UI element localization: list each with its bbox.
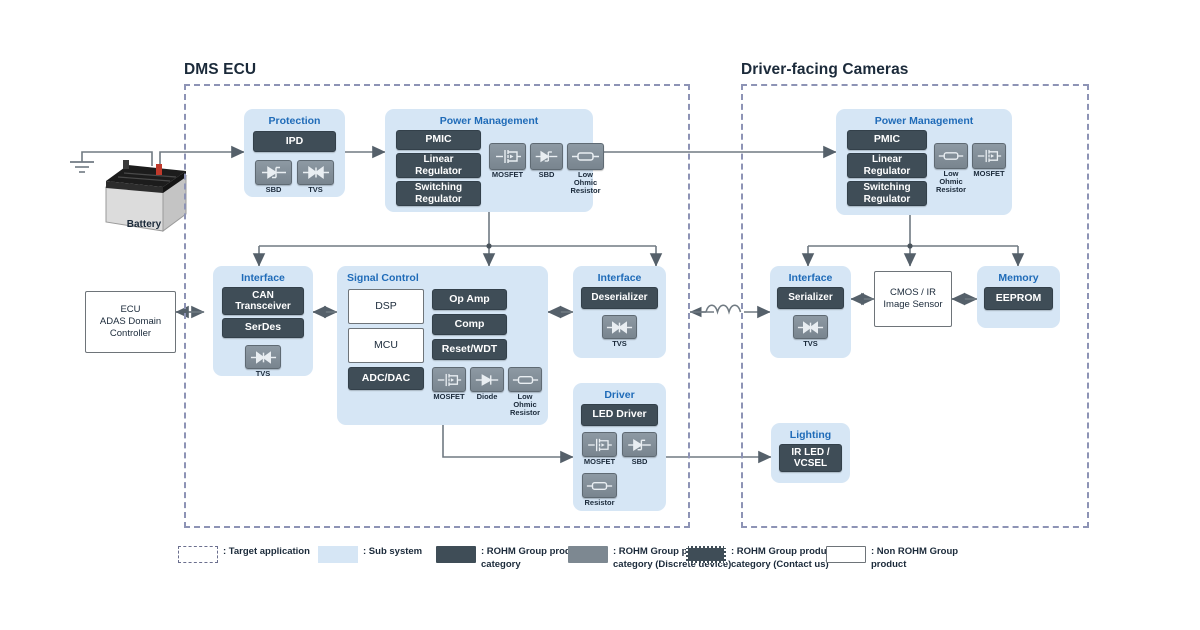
resistor-icon-label: Low Ohmic Resistor [509,392,540,418]
legend-label-product-category: : ROHM Group product category [481,546,585,570]
product-reset-wdt[interactable]: Reset/WDT [432,339,507,360]
tvs-icon[interactable] [245,345,281,369]
sbd-icon-label: SBD [265,185,282,194]
subsystem-memory: Memory EEPROM [977,266,1060,328]
product-serdes[interactable]: SerDes [222,318,304,338]
tvs-icon-label: TVS [308,185,323,194]
subsystem-title-driver: Driver [604,389,635,401]
resistor-icon[interactable] [582,473,617,498]
legend-label-sub-system: : Sub system [363,546,423,557]
product-switching-regulator[interactable]: Switching Regulator [396,181,481,206]
region-title-driver-facing-cameras: Driver-facing Cameras [741,61,909,78]
legend-item-target-application: : Target application [178,546,310,563]
battery-icon [104,160,188,232]
tvs-icon[interactable] [297,160,334,185]
subsystem-title-signal-control: Signal Control [347,272,419,284]
resistor-icon[interactable] [567,143,604,170]
product-eeprom[interactable]: EEPROM [984,287,1053,310]
product-led-driver[interactable]: LED Driver [581,404,658,426]
product-can-transceiver[interactable]: CAN Transceiver [222,287,304,315]
subsystem-title-interface-ecu-right: Interface [597,272,642,284]
legend-swatch-target-application [178,546,218,563]
legend-label-non-rohm-product: : Non ROHM Group product [871,546,959,570]
legend-label-target-application: : Target application [223,546,310,557]
product-adc-dac[interactable]: ADC/DAC [348,367,424,390]
legend-swatch-product-category-discrete [568,546,608,563]
product-pmic[interactable]: PMIC [396,130,481,150]
product-ipd[interactable]: IPD [253,131,336,152]
product-serializer[interactable]: Serializer [777,287,844,309]
product-linear-regulator[interactable]: Linear Regulator [396,153,481,178]
subsystem-driver: Driver LED Driver MOSFET [573,383,666,511]
diode-icon-label: Diode [476,392,498,401]
sbd-icon-label: SBD [631,457,648,466]
subsystem-interface-camera: Interface Serializer TVS [770,266,851,358]
resistor-icon-label: Low Ohmic Resistor [935,169,966,195]
mosfet-icon[interactable] [432,367,466,392]
region-title-dms-ecu: DMS ECU [184,61,257,78]
legend-item-product-category-discrete: : ROHM Group product category (Discrete … [568,546,731,572]
mosfet-icon-label: MOSFET [433,392,465,401]
subsystem-lighting: Lighting IR LED / VCSEL [771,423,850,483]
legend-swatch-sub-system [318,546,358,563]
product-ir-led-vcsel[interactable]: IR LED / VCSEL [779,444,842,472]
product-pmic[interactable]: PMIC [847,130,927,150]
product-linear-regulator[interactable]: Linear Regulator [847,153,927,178]
battery-label: Battery [126,219,162,230]
target-region-driver-facing-cameras [741,84,1089,528]
subsystem-protection: Protection IPD SBD TVS [244,109,345,197]
mosfet-icon-label: MOSFET [491,170,524,179]
sbd-icon-label: SBD [538,170,555,179]
subsystem-title-protection: Protection [268,115,321,127]
resistor-icon[interactable] [934,143,968,169]
legend-item-product-category: : ROHM Group product category [436,546,585,572]
cmos-ir-image-sensor[interactable]: CMOS / IR Image Sensor [874,271,952,327]
product-op-amp[interactable]: Op Amp [432,289,507,310]
block-mcu[interactable]: MCU [348,328,424,363]
resistor-icon-label: Low Ohmic Resistor [570,170,601,196]
sbd-icon[interactable] [530,143,563,170]
subsystem-title-power-management-camera: Power Management [874,115,974,127]
legend-item-product-category-contact: : ROHM Group product category (Contact u… [686,546,835,572]
product-deserializer[interactable]: Deserializer [581,287,658,309]
sbd-icon[interactable] [622,432,657,457]
legend: : Target application : Sub system : ROHM… [178,546,1178,586]
product-comp[interactable]: Comp [432,314,507,335]
mosfet-icon[interactable] [582,432,617,457]
subsystem-power-management-ecu: Power Management PMIC Linear Regulator S… [385,109,604,212]
legend-item-non-rohm-product: : Non ROHM Group product [826,546,958,572]
subsystem-title-memory: Memory [998,272,1039,284]
sbd-icon[interactable] [255,160,292,185]
diode-icon[interactable] [470,367,504,392]
tvs-icon-label: TVS [803,339,818,348]
subsystem-title-interface-camera: Interface [788,272,833,284]
tvs-icon-label: TVS [612,339,627,348]
subsystem-power-management-camera: Power Management PMIC Linear Regulator S… [836,109,1012,215]
legend-item-sub-system: : Sub system [318,546,422,563]
subsystem-title-interface-ecu-left: Interface [241,272,285,284]
subsystem-interface-ecu-right: Interface Deserializer TVS [573,266,666,358]
tvs-icon[interactable] [602,315,637,339]
mosfet-icon[interactable] [972,143,1006,169]
resistor-icon[interactable] [508,367,542,392]
ecu-adas-domain-controller[interactable]: ECU ADAS Domain Controller [85,291,176,353]
tvs-icon-label: TVS [255,369,271,378]
legend-label-product-category-contact: : ROHM Group product category (Contact u… [731,546,835,570]
target-region-dms-ecu [184,84,690,528]
subsystem-title-power-management-ecu: Power Management [439,115,539,127]
legend-swatch-non-rohm-product [826,546,866,563]
subsystem-signal-control: Signal Control DSP MCU ADC/DAC Op Amp Co… [337,266,548,425]
mosfet-icon-label: MOSFET [583,457,616,466]
tvs-icon[interactable] [793,315,828,339]
subsystem-interface-ecu-left: Interface CAN Transceiver SerDes TVS [213,266,313,378]
resistor-icon-label: Resistor [584,498,615,507]
legend-swatch-product-category [436,546,476,563]
subsystem-title-lighting: Lighting [789,429,832,441]
block-dsp[interactable]: DSP [348,289,424,324]
legend-swatch-product-category-contact [686,546,726,563]
mosfet-icon[interactable] [489,143,526,170]
mosfet-icon-label: MOSFET [973,169,1005,178]
product-switching-regulator[interactable]: Switching Regulator [847,181,927,206]
